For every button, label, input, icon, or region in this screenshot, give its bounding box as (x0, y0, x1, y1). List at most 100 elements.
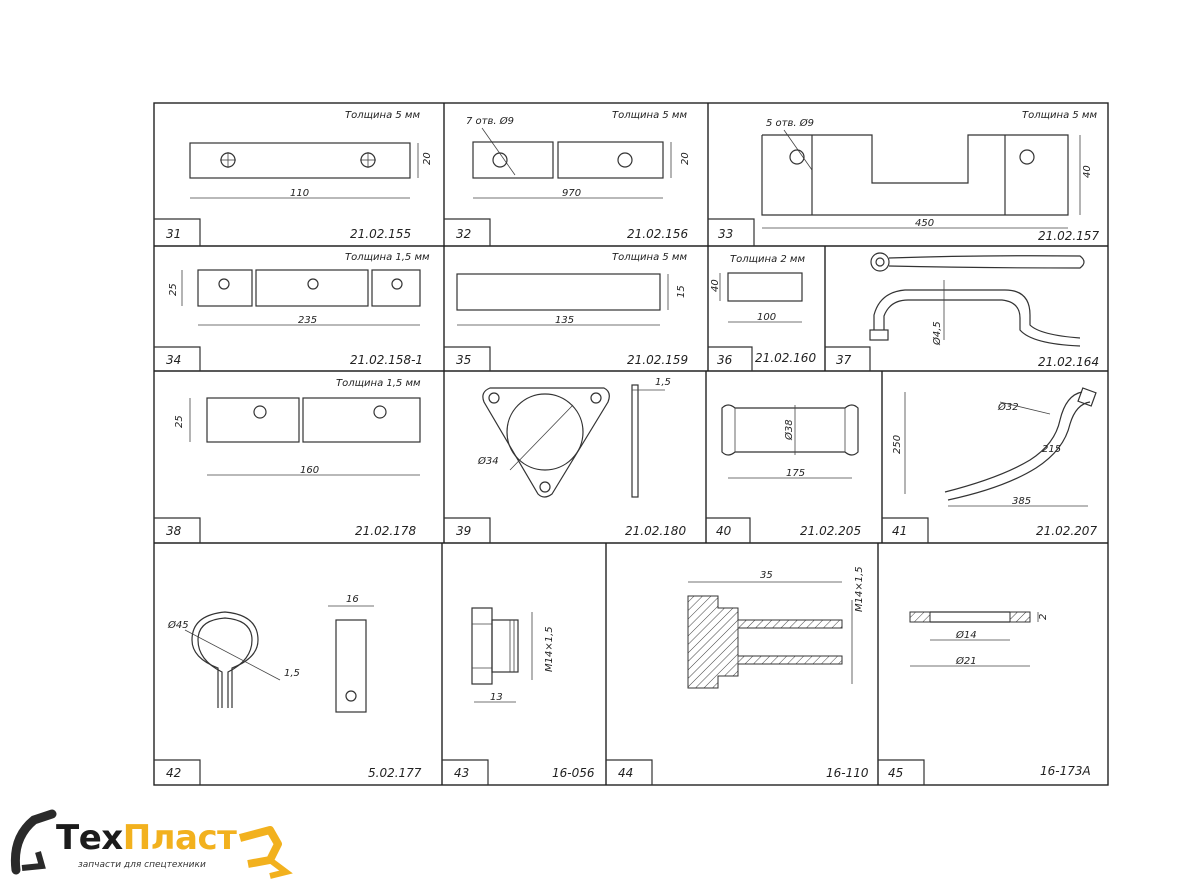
dim-length: 35 (760, 570, 773, 581)
item-number: 43 (454, 766, 469, 780)
dim-length: 100 (757, 312, 776, 323)
dim-diameter: Ø45 (167, 619, 189, 631)
dim-width: 40 (710, 279, 721, 292)
cell-38: Толщина 1,5 мм 160 25 38 21.02.178 (166, 378, 421, 538)
dim-length: 450 (915, 218, 934, 229)
dim-diameter: Ø4,5 (931, 321, 943, 346)
dim-width: 15 (676, 285, 687, 298)
fitting-head (471, 607, 493, 685)
item-number: 36 (717, 353, 733, 367)
hole (789, 149, 805, 165)
cell-43: M14×1,5 13 43 16-056 (454, 607, 595, 780)
dim-length: 175 (786, 468, 805, 479)
brand-logo: ТехПласт запчасти для спецтехники (8, 808, 308, 883)
cell-41: 250 Ø32 215 385 41 21.02.207 (892, 387, 1097, 538)
part-code: 21.02.159 (627, 353, 688, 367)
dim-thickness: 1,5 (655, 377, 671, 388)
part-code: 21.02.180 (625, 524, 686, 538)
dim-offset: 215 (1042, 444, 1061, 455)
part-outline (761, 134, 1069, 216)
triangular-flange (482, 387, 610, 498)
cell-37: Ø4,5 37 21.02.164 (836, 252, 1099, 369)
item-number: 41 (892, 524, 907, 538)
brand-wordmark: ТехПласт (56, 818, 237, 858)
hole-note: 5 отв. Ø9 (766, 117, 814, 129)
cell-44: 35 M14×1,5 44 16-110 (618, 566, 869, 780)
thickness-note: Толщина 5 мм (612, 110, 687, 121)
item-number: 31 (166, 227, 181, 241)
washer-section-left (909, 611, 931, 623)
flange-opening (506, 393, 584, 471)
part-code: 5.02.177 (368, 766, 422, 780)
dim-length: 385 (1012, 496, 1031, 507)
part-code: 16-056 (552, 766, 595, 780)
dim-length: 160 (300, 465, 319, 476)
dim-length: 135 (555, 315, 574, 326)
part-code: 16-110 (826, 766, 869, 780)
part-code: 21.02.158-1 (350, 353, 423, 367)
item-number: 34 (166, 353, 181, 367)
hole (492, 152, 508, 168)
dim-inner-diameter: Ø14 (955, 629, 977, 641)
cell-40: Ø38 175 40 21.02.205 (716, 404, 861, 538)
dim-thread: M14×1,5 (544, 626, 555, 672)
dim-height: 250 (892, 435, 903, 454)
hole (1019, 149, 1035, 165)
part-code: 21.02.156 (627, 227, 688, 241)
dim-diameter: Ø34 (477, 455, 499, 467)
item-number: 32 (456, 227, 471, 241)
dim-width: 40 (1082, 165, 1093, 178)
thickness-note: Толщина 1,5 мм (345, 252, 430, 263)
dim-thickness: 1,5 (284, 668, 300, 679)
hole (617, 152, 633, 168)
dim-length: 235 (298, 315, 317, 326)
item-number: 37 (836, 353, 852, 367)
brand-subtitle: запчасти для спецтехники (78, 860, 206, 870)
thickness-note: Толщина 5 мм (1022, 110, 1097, 121)
dim-thread: M14×1,5 (854, 566, 865, 612)
dim-width: 16 (346, 594, 359, 605)
item-number: 35 (456, 353, 471, 367)
grid-frame (153, 102, 1109, 786)
item-number: 45 (888, 766, 903, 780)
dim-length: 110 (290, 188, 309, 199)
part-code: 21.02.178 (355, 524, 416, 538)
dim-diameter: Ø38 (783, 419, 795, 441)
dim-diameter: Ø32 (997, 401, 1019, 413)
cell-39: Ø34 1,5 39 21.02.180 (456, 377, 686, 538)
item-number: 44 (618, 766, 633, 780)
thickness-note: Толщина 5 мм (612, 252, 687, 263)
cell-35: Толщина 5 мм 135 15 35 21.02.159 (456, 252, 688, 367)
dim-thickness: 2 (1038, 614, 1049, 620)
clamp-ring (191, 611, 259, 682)
cell-32: Толщина 5 мм 7 отв. Ø9 970 20 32 21.02.1… (456, 110, 691, 241)
clamp-side-view (335, 619, 367, 713)
hole-note: 7 отв. Ø9 (466, 115, 514, 127)
thickness-note: Толщина 1,5 мм (336, 378, 421, 389)
part-strip (472, 141, 554, 179)
item-number: 42 (166, 766, 181, 780)
item-number: 40 (716, 524, 732, 538)
excavator-icon (10, 809, 293, 879)
flange-side-view (631, 384, 639, 498)
number-boxes (154, 218, 929, 785)
part-code: 21.02.207 (1036, 524, 1097, 538)
part-code: 21.02.157 (1038, 229, 1099, 243)
fitting-body (491, 619, 519, 673)
cell-45: Ø14 Ø21 2 45 16-173А (888, 611, 1091, 780)
part-strip (557, 141, 664, 179)
dim-width: 20 (680, 152, 691, 165)
thickness-note: Толщина 2 мм (730, 254, 805, 265)
cell-42: Ø45 1,5 16 42 5.02.177 (166, 594, 422, 780)
dim-width: 25 (168, 283, 179, 296)
cell-36: Толщина 2 мм 100 40 36 21.02.160 (710, 254, 816, 367)
part-code: 16-173А (1040, 764, 1091, 778)
item-number: 39 (456, 524, 471, 538)
thickness-note: Толщина 5 мм (345, 110, 420, 121)
bent-tube (944, 391, 1083, 493)
tube-end (870, 252, 890, 272)
dim-length: 13 (490, 692, 503, 703)
dim-width: 20 (422, 152, 433, 165)
part-code: 21.02.155 (350, 227, 411, 241)
